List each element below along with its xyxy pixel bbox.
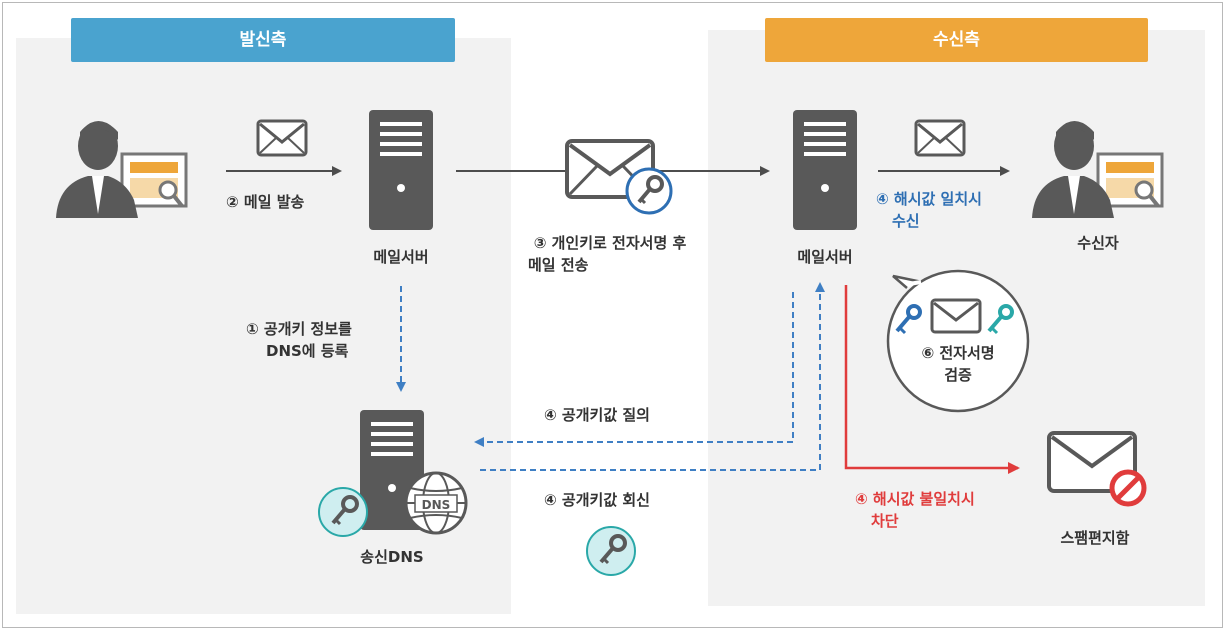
- step-register-line-1: ① 공개키 정보를: [246, 320, 352, 338]
- bubble-key-left-icon: [895, 304, 922, 335]
- public-key-badge-icon: [586, 526, 636, 576]
- sender-person-icon: [56, 121, 188, 218]
- step-hash-mismatch-label: ④ 해시값 불일치시 차단: [855, 488, 975, 532]
- spam-envelope-icon: [1047, 431, 1137, 493]
- private-key-icon: [625, 167, 673, 215]
- recipient-label: 수신자: [1077, 234, 1119, 252]
- bubble-key-right-icon: [987, 304, 1014, 335]
- step-sign-line-1: ③ 개인키로 전자서명 후: [533, 234, 687, 252]
- receiver-header: 수신측: [765, 18, 1148, 62]
- sender-mail-server-label: 메일서버: [373, 248, 429, 266]
- reply-arrow: [480, 282, 825, 471]
- step-verify-line-1: ⑥ 전자서명: [921, 344, 995, 362]
- step-hash-match-line-1: ④ 해시값 일치시: [876, 190, 982, 208]
- sender-mail-server-icon: [369, 110, 433, 230]
- dns-globe-icon: DNS: [404, 471, 468, 535]
- step-send-mail-label: ② 메일 발송: [226, 193, 305, 211]
- receiver-envelope-icon: [914, 119, 966, 157]
- step-hash-mismatch-line-1: ④ 해시값 불일치시: [855, 490, 975, 508]
- spam-label: 스팸편지함: [1060, 529, 1130, 547]
- recipient-person-icon: [1032, 121, 1164, 218]
- step-sign-label: ③ 개인키로 전자서명 후 메일 전송: [500, 232, 720, 276]
- envelope-icon: [256, 119, 308, 157]
- step-hash-mismatch-line-2: 차단: [871, 512, 899, 530]
- step-verify-label: ⑥ 전자서명 검증: [900, 342, 1016, 386]
- step-sign-line-2: 메일 전송: [528, 256, 589, 274]
- dns-key-badge-icon: [318, 487, 368, 537]
- step-hash-match-line-2: 수신: [892, 212, 920, 230]
- verify-bubble: [886, 269, 1030, 413]
- dns-globe-label: DNS: [422, 498, 451, 512]
- step-query-label: ④ 공개키값 질의: [544, 406, 650, 424]
- step-reply-label: ④ 공개키값 회신: [544, 491, 650, 509]
- sending-dns-label: 송신DNS: [360, 548, 424, 566]
- step-register-label: ① 공개키 정보를 DNS에 등록: [246, 318, 352, 362]
- receiver-mail-server-icon: [793, 110, 857, 230]
- receiver-mail-server-label: 메일서버: [797, 248, 853, 266]
- block-icon: [1109, 469, 1147, 507]
- bubble-envelope-icon: [930, 298, 982, 334]
- sender-header: 발신측: [71, 18, 455, 62]
- step-verify-line-2: 검증: [944, 366, 972, 384]
- step-register-line-2: DNS에 등록: [266, 342, 349, 360]
- block-arrow: [844, 285, 1020, 474]
- query-arrow: [474, 292, 794, 447]
- step-hash-match-label: ④ 해시값 일치시 수신: [876, 188, 982, 232]
